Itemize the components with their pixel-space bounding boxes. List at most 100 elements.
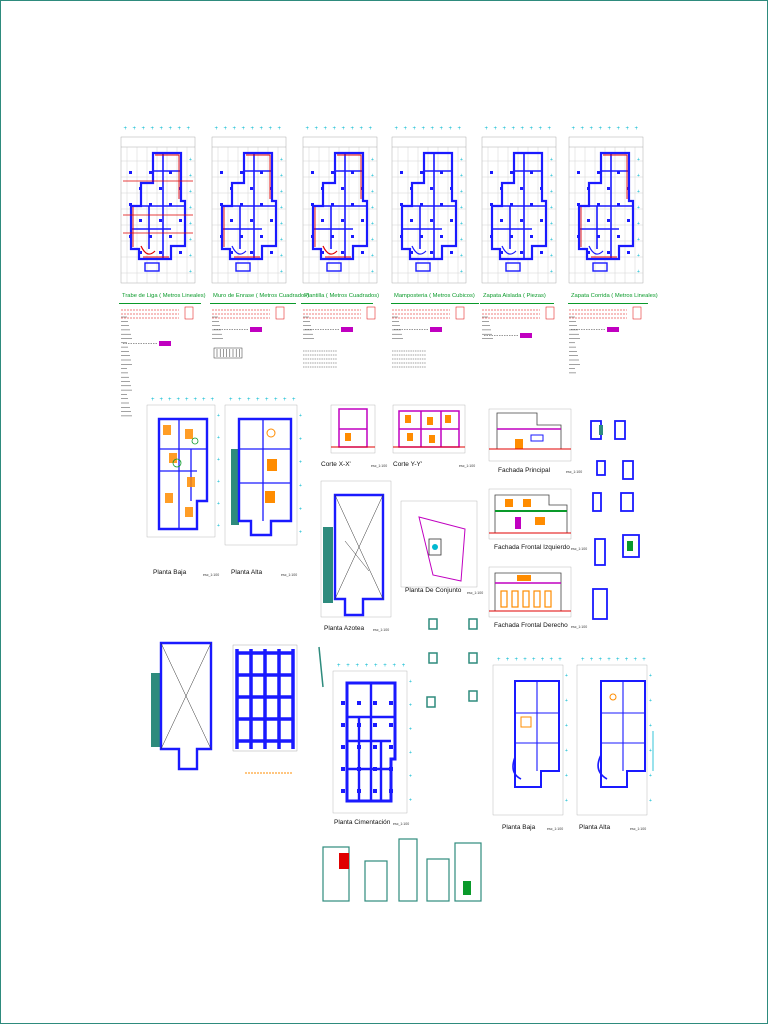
label-planta-alta-2: Planta Alta <box>579 824 611 831</box>
axis-marker: + <box>194 397 198 403</box>
column <box>450 219 453 222</box>
column <box>627 251 630 254</box>
axis-marker: + <box>497 657 501 663</box>
quantity-table <box>303 306 376 368</box>
axis-marker: + <box>550 269 553 275</box>
column <box>361 251 364 254</box>
axis-marker: + <box>634 657 638 663</box>
foundation-plan: ++++++++++++++++ <box>568 126 644 284</box>
axis-marker: + <box>160 397 164 403</box>
axis-marker: + <box>512 126 516 132</box>
axis-marker: + <box>202 397 206 403</box>
axis-marker: + <box>224 126 228 132</box>
column <box>530 235 533 238</box>
axis-marker: + <box>280 189 283 195</box>
axis-marker: + <box>280 269 283 275</box>
column <box>530 171 533 174</box>
axis-marker: + <box>177 397 181 403</box>
foundation-outline <box>345 681 397 803</box>
plan-frame <box>568 136 644 284</box>
table-cell <box>545 306 555 320</box>
planta-azotea-drawing <box>320 480 392 618</box>
axis-marker: + <box>233 126 237 132</box>
section-frame <box>392 404 466 454</box>
axis-marker: + <box>217 435 220 441</box>
axis-marker: + <box>649 748 652 754</box>
title-underline <box>301 303 373 304</box>
column <box>440 171 443 174</box>
axis-marker: + <box>409 774 412 780</box>
foundation-outline <box>490 151 548 261</box>
axis-marker: + <box>409 750 412 756</box>
axis-marker: + <box>581 657 585 663</box>
column <box>597 235 600 238</box>
column <box>341 767 345 771</box>
column <box>389 723 393 727</box>
scale-label: esc_1:100 <box>547 827 564 831</box>
fixture <box>266 428 276 438</box>
column <box>260 171 263 174</box>
column <box>331 235 334 238</box>
planta-baja-2-drawing: ++++++++++++++ <box>492 657 568 816</box>
axis-marker: + <box>169 126 173 132</box>
axis-marker: + <box>565 798 568 804</box>
title-underline <box>568 303 648 304</box>
axis-marker: + <box>642 657 646 663</box>
column <box>159 219 162 222</box>
detail-element <box>594 538 606 566</box>
axis-marker: + <box>251 126 255 132</box>
axis-marker: + <box>449 126 453 132</box>
quantity-table <box>392 306 465 368</box>
plan-frame <box>302 136 378 284</box>
axis-marker: + <box>265 397 269 403</box>
fachada-der-drawing <box>488 566 572 618</box>
section-details <box>322 838 482 902</box>
column <box>341 723 345 727</box>
column <box>331 203 334 206</box>
window <box>535 517 545 525</box>
column <box>240 171 243 174</box>
axis-marker: + <box>299 506 302 512</box>
foundation-plans-svg: ++++++++++++++++++++++++++++++++++++++++… <box>120 126 644 284</box>
column <box>440 203 443 206</box>
axis-marker: + <box>160 126 164 132</box>
axis-marker: + <box>565 673 568 679</box>
elevation-frame <box>488 566 572 618</box>
axis-marker: + <box>371 237 374 243</box>
axis-marker: + <box>649 723 652 729</box>
title-underline <box>391 303 479 304</box>
axis-marker: + <box>460 205 463 211</box>
highlight-path <box>123 180 193 234</box>
entry-block <box>505 262 521 272</box>
column <box>129 203 132 206</box>
axis-marker: + <box>494 126 498 132</box>
exterior-walls <box>514 680 560 788</box>
axis-marker: + <box>189 157 192 163</box>
detail-element <box>614 420 626 440</box>
exterior-walls <box>600 680 646 788</box>
detail-element <box>468 652 478 664</box>
axis-marker: + <box>485 126 489 132</box>
framing-plan-bottom <box>232 644 298 774</box>
axis-marker: + <box>383 663 387 669</box>
axis-marker: + <box>460 269 463 275</box>
detail-element <box>596 460 606 476</box>
plan-frame <box>120 136 196 284</box>
title-underline <box>210 303 296 304</box>
planta-alta-2-drawing: ++++++++++++++ <box>576 657 654 816</box>
column <box>440 235 443 238</box>
axis-marker: + <box>299 413 302 419</box>
label-fachada-der: Fachada Frontal Derecho <box>494 622 568 629</box>
section-walls <box>338 408 368 448</box>
column <box>311 203 314 206</box>
table-cell <box>366 306 376 320</box>
highlight-path <box>314 154 362 258</box>
plan-title-mamposteria: Mamposteria ( Metros Cubicos) <box>394 293 475 299</box>
result-box <box>430 327 442 332</box>
axis-marker: + <box>333 126 337 132</box>
detail-element <box>426 696 436 708</box>
fachada-izq-drawing <box>488 488 572 540</box>
column <box>430 219 433 222</box>
arch-window <box>511 590 519 608</box>
column <box>139 251 142 254</box>
